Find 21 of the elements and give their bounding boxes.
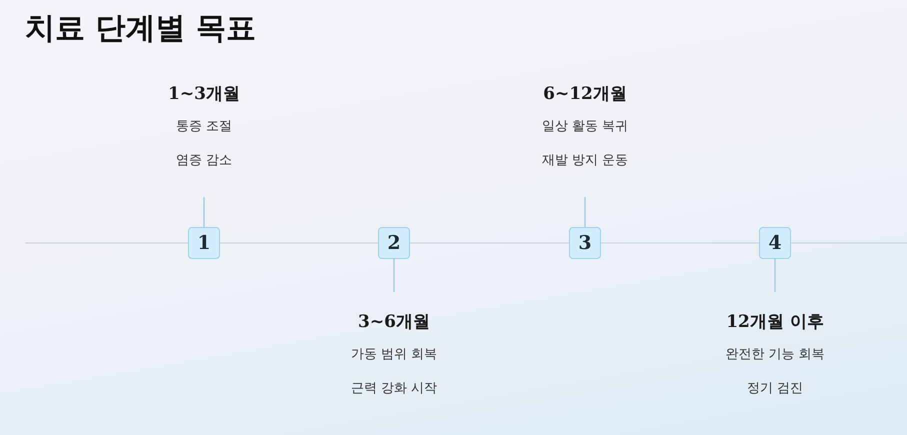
goal-text: 일상 활동 복귀	[542, 118, 628, 135]
connector-line	[203, 197, 205, 227]
stage-period: 6~12개월	[543, 83, 627, 105]
step-marker: 1	[188, 227, 220, 259]
goal-text: 완전한 기능 회복	[725, 346, 825, 363]
goal-text: 정기 검진	[746, 380, 804, 397]
connector-line	[584, 197, 586, 227]
goal-text: 통증 조절	[176, 118, 232, 135]
connector-line	[774, 259, 776, 292]
step-marker: 3	[569, 227, 601, 259]
stage-period: 1~3개월	[168, 83, 240, 105]
page-title: 치료 단계별 목표	[25, 10, 256, 48]
connector-line	[393, 259, 395, 292]
step-marker: 2	[378, 227, 410, 259]
goal-text: 근력 강화 시작	[350, 380, 438, 397]
goal-text: 염증 감소	[176, 152, 232, 169]
goal-text: 재발 방지 운동	[542, 152, 628, 169]
stage-period: 12개월 이후	[726, 311, 824, 333]
stage-period: 3~6개월	[358, 311, 430, 333]
step-marker: 4	[759, 227, 791, 259]
goal-text: 가동 범위 회복	[350, 346, 438, 363]
